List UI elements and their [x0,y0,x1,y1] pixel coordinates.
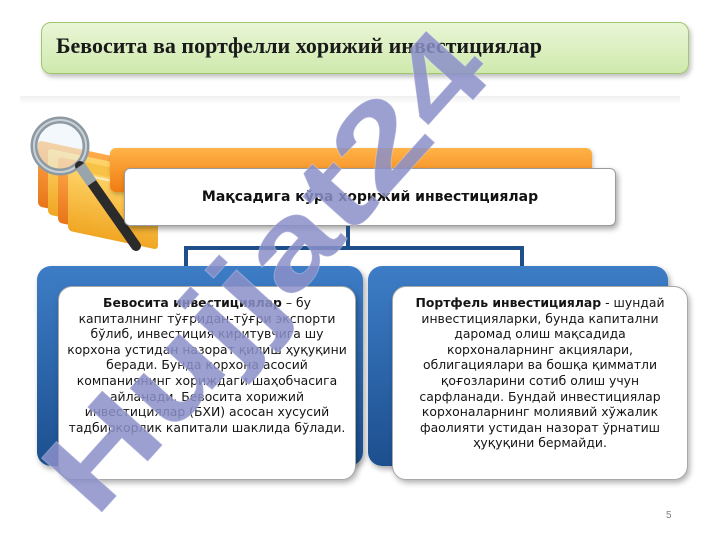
panel-shadow [20,96,680,104]
magnifier-icon [30,116,141,251]
connector-left [184,246,188,268]
page-title: Бевосита ва портфелли хорижий инвестиция… [56,33,542,58]
connector-right [520,246,524,268]
connector-horizontal [184,246,524,250]
right-card-heading: Портфель инвестициялар [415,295,602,310]
folders-icon [30,116,158,251]
right-card-text: - шундай инвестицияларки, бунда капиталн… [419,295,665,451]
central-box: Мақсадига кўра хорижий инвестициялар [124,168,616,226]
title-banner: Бевосита ва портфелли хорижий инвестиция… [41,22,689,74]
page-number: 5 [666,510,672,521]
connector-vertical [346,226,350,248]
right-card: Портфель инвестициялар - шундай инвестиц… [392,286,688,480]
central-label: Мақсадига кўра хорижий инвестициялар [201,189,539,205]
left-card-text: – бу капиталнинг тўғридан-тўғри экспорти… [67,295,347,435]
left-card-heading: Бевосита инвестициялар [103,295,282,310]
left-card: Бевосита инвестициялар – бу капиталнинг … [58,286,356,480]
